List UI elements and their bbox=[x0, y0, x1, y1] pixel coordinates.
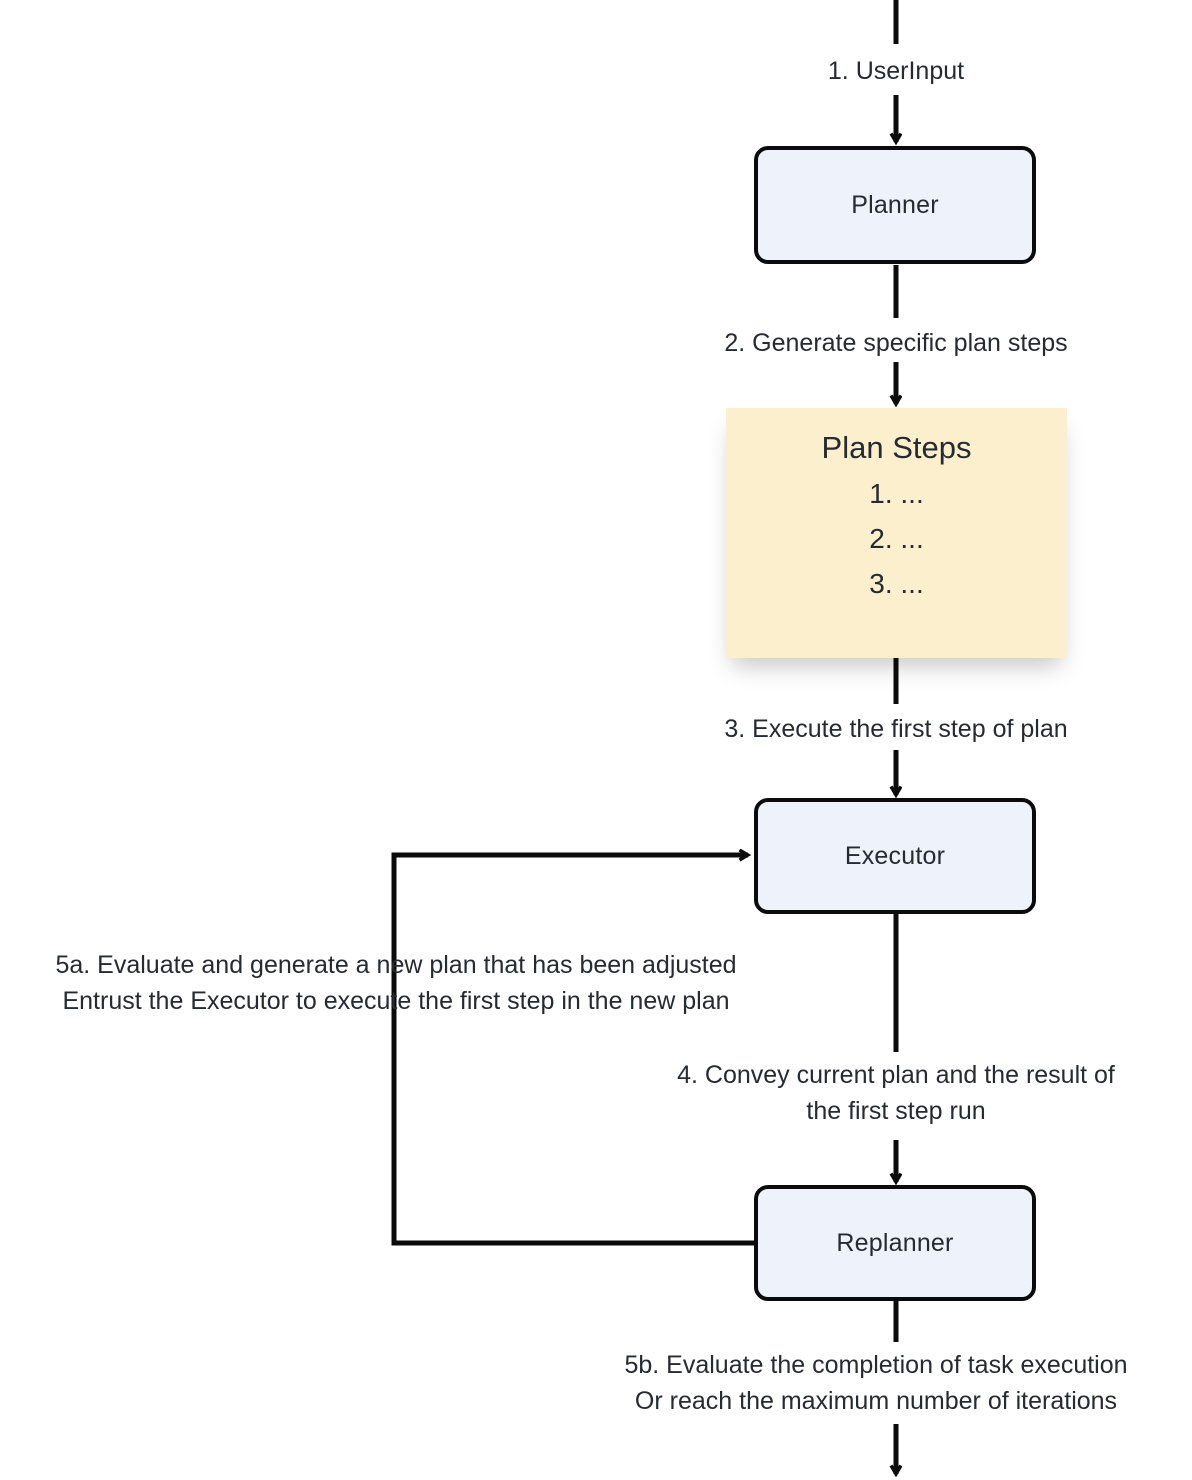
plan-steps-item: 1. ... bbox=[869, 477, 924, 509]
edge-label-execute-first: 3. Execute the first step of plan bbox=[724, 715, 1068, 743]
node-plan-steps[interactable]: Plan Steps 1. ... 2. ... 3. ... bbox=[726, 408, 1067, 658]
edge-label-finish: 5b. Evaluate the completion of task exec… bbox=[624, 1351, 1128, 1415]
edge-label-generate-plan: 2. Generate specific plan steps bbox=[724, 329, 1068, 357]
plan-steps-item: 3. ... bbox=[869, 568, 924, 600]
edge-label-user-input: 1. UserInput bbox=[827, 57, 965, 85]
node-executor[interactable]: Executor bbox=[754, 798, 1036, 914]
node-planner-label: Planner bbox=[851, 190, 939, 219]
node-executor-label: Executor bbox=[844, 841, 946, 870]
node-replanner[interactable]: Replanner bbox=[754, 1185, 1036, 1301]
node-replanner-label: Replanner bbox=[836, 1228, 954, 1257]
plan-steps-title: Plan Steps bbox=[821, 430, 972, 465]
edge-replan-loop bbox=[391, 855, 754, 1246]
edge-label-convey-result: 4. Convey current plan and the result of… bbox=[677, 1061, 1115, 1125]
node-planner[interactable]: Planner bbox=[754, 146, 1036, 264]
edge-label-replan-loop: 5a. Evaluate and generate a new plan tha… bbox=[55, 951, 737, 1015]
plan-steps-item: 2. ... bbox=[869, 522, 924, 554]
